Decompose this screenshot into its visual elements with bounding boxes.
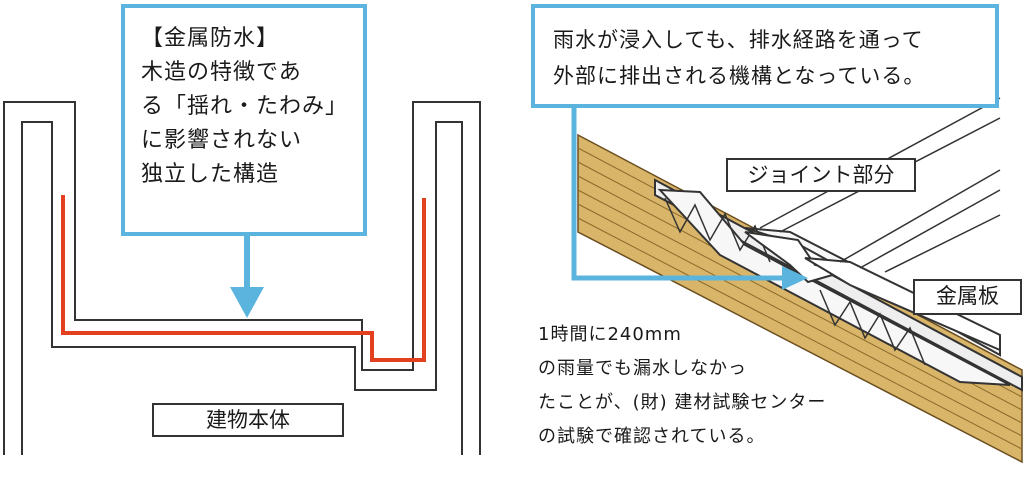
note-line: の雨量でも漏水しなかっ xyxy=(538,358,747,379)
building-section xyxy=(3,101,481,455)
metal-plate-label: 金属板 xyxy=(913,279,1022,315)
panel-truss xyxy=(664,197,926,366)
note-line: たことが、(財) 建材試験センター xyxy=(538,392,827,413)
callout-line: 独立した構造 xyxy=(141,162,280,187)
callout-line: 【金属防水】 xyxy=(141,26,280,51)
metal-waterproof-callout: 【金属防水】 木造の特徴であ る「揺れ・たわみ」 に影響されない 独立した構造 xyxy=(121,4,367,236)
callout-line: に影響されない xyxy=(141,128,303,153)
callout-line: 木造の特徴であ xyxy=(141,60,302,85)
callout-line: る「揺れ・たわみ」 xyxy=(141,94,349,119)
building-body-label: 建物本体 xyxy=(152,403,344,437)
callout-line: 雨水が浸入しても、排水経路を通って xyxy=(553,28,924,52)
test-result-note: 1時間に240mm の雨量でも漏水しなかっ たことが、(財) 建材試験センター … xyxy=(538,318,878,454)
roof-section xyxy=(577,97,1023,464)
note-line: 1時間に240mm xyxy=(538,324,682,345)
inner-wall-outline xyxy=(21,121,463,455)
metal-waterproof-layer xyxy=(61,195,426,362)
callout-line: 外部に排出される機構となっている。 xyxy=(553,64,926,88)
arrow-right-icon xyxy=(571,108,808,290)
drainage-callout: 雨水が浸入しても、排水経路を通って 外部に排出される機構となっている。 xyxy=(531,4,999,108)
joint-label: ジョイント部分 xyxy=(726,158,916,192)
note-line: の試験で確認されている。 xyxy=(538,426,766,447)
joint-cap xyxy=(744,231,1001,352)
outer-wall-outline xyxy=(3,101,481,455)
arrow-down-icon xyxy=(230,236,264,318)
